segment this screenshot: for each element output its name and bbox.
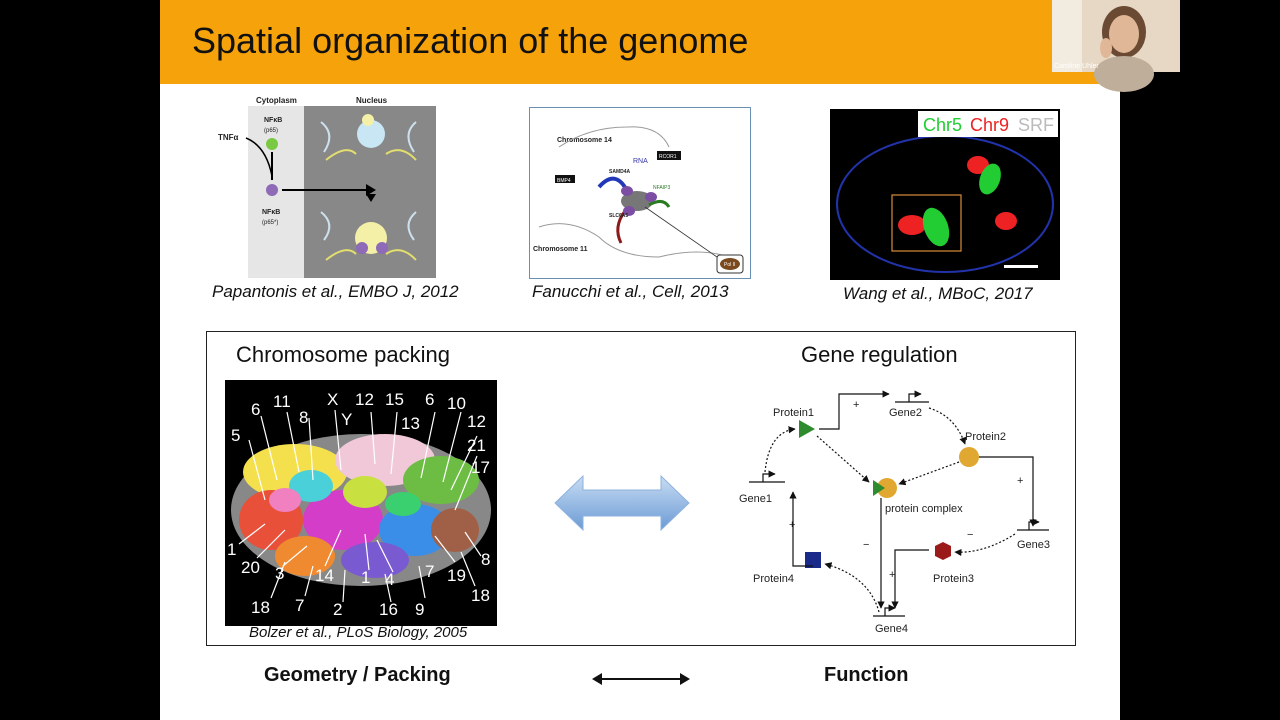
legend-srf: SRF (1018, 115, 1054, 135)
participant-name: Caroline Uhler (1054, 63, 1099, 70)
svg-text:Chromosome 11: Chromosome 11 (533, 246, 588, 253)
tnf-label: TNFα (218, 133, 239, 142)
chromosome-label: 6 (425, 390, 435, 409)
svg-text:(p65): (p65) (264, 128, 278, 134)
chromosome-label: 19 (447, 566, 466, 585)
chromosome-label: 18 (251, 598, 270, 617)
chromosome-loop-figure: Chromosome 14 Chromosome 11 RNA RCOR1 BM… (529, 107, 751, 279)
chromosome-label: 10 (447, 394, 466, 413)
figure1-caption: Papantonis et al., EMBO J, 2012 (212, 282, 459, 301)
chromosome-label: 3 (275, 564, 285, 583)
svg-text:SLC6A5: SLC6A5 (609, 213, 628, 219)
complex-circle (877, 478, 897, 498)
chromosome-label: X (327, 390, 339, 409)
chromosome-label: 6 (251, 400, 261, 419)
complex-label: protein complex (885, 503, 963, 515)
chromosome-label: 9 (415, 600, 425, 619)
chromosome-label: 8 (299, 408, 309, 427)
svg-text:NFAIP3: NFAIP3 (653, 185, 670, 191)
protein2-label: Protein2 (965, 431, 1006, 443)
svg-text:−: − (967, 529, 973, 541)
svg-text:(p65*): (p65*) (262, 220, 278, 226)
chromosome-label: 4 (385, 570, 395, 589)
chromosome-label: 11 (273, 392, 291, 411)
gene4-label: Gene4 (875, 623, 908, 635)
nfkb-figure: Cytoplasm Nucleus TNFα NFκB (p65) NFκB (… (218, 96, 436, 278)
protein2-circle (959, 447, 979, 467)
legend-chr5: Chr5 (923, 115, 962, 135)
svg-text:+: + (1017, 475, 1023, 487)
gene-network-diagram: Protein1 Gene2 Protein2 Gene1 protein co… (739, 390, 1050, 635)
svg-text:−: − (863, 539, 869, 551)
chromosome-label: 18 (471, 586, 490, 605)
svg-text:SAMD4A: SAMD4A (609, 169, 631, 175)
svg-text:NFκB: NFκB (264, 117, 282, 124)
chromosome-label: 20 (241, 558, 260, 577)
protein4-square (805, 552, 821, 568)
figure2-caption: Fanucchi et al., Cell, 2013 (532, 282, 729, 301)
chromosome-label: 7 (295, 596, 305, 615)
title-bar: Spatial organization of the genome (160, 0, 1120, 84)
complex-triangle (873, 480, 885, 496)
protein4-label: Protein4 (753, 573, 794, 585)
chromosome-label: 8 (481, 550, 491, 569)
bottom-double-arrow-icon (592, 673, 690, 685)
content-box: Chromosome packing Gene regulation (206, 331, 1076, 646)
chromosome-label: 14 (315, 566, 334, 585)
chromosome-label: 15 (385, 390, 404, 409)
legend-chr9: Chr9 (970, 115, 1009, 135)
function-label: Function (824, 664, 909, 686)
chromosome-label: 1 (361, 568, 371, 587)
double-arrow-icon (554, 474, 690, 532)
chromosome-label: 5 (231, 426, 241, 445)
svg-text:+: + (889, 569, 895, 581)
svg-text:NFκB: NFκB (262, 209, 280, 216)
participant-video[interactable]: Caroline Uhler (1052, 0, 1180, 92)
gene1-label: Gene1 (739, 493, 772, 505)
chromosome-label: 12 (467, 412, 486, 431)
chromosome-label: 7 (425, 562, 435, 581)
gene2-label: Gene2 (889, 407, 922, 419)
svg-text:RCOR1: RCOR1 (659, 154, 677, 160)
chromosome-label: 2 (333, 600, 343, 619)
chromosome-label: 1 (227, 540, 237, 559)
svg-text:Chromosome 14: Chromosome 14 (557, 137, 612, 144)
chromosome-label: 21 (467, 436, 486, 455)
cytoplasm-label: Cytoplasm (256, 96, 297, 105)
chromosome-label: 12 (355, 390, 374, 409)
svg-text:BMP4: BMP4 (557, 178, 571, 184)
figure3-caption: Wang et al., MBoC, 2017 (843, 284, 1033, 303)
svg-text:RNA: RNA (633, 158, 648, 165)
p65-green-dot (266, 138, 278, 150)
protein1-triangle (799, 420, 815, 438)
slide: Spatial organization of the genome Cytop… (160, 0, 1120, 720)
slide-title: Spatial organization of the genome (192, 20, 749, 61)
svg-text:+: + (789, 519, 795, 531)
svg-text:Pol II: Pol II (724, 262, 735, 268)
gene-regulation-heading: Gene regulation (801, 342, 958, 367)
p65-purple-dot (266, 184, 278, 196)
participant-avatar (1052, 0, 1180, 92)
chromosome-packing-heading: Chromosome packing (236, 342, 450, 367)
protein1-label: Protein1 (773, 407, 814, 419)
nucleus-label: Nucleus (356, 96, 388, 105)
protein3-label: Protein3 (933, 573, 974, 585)
svg-text:+: + (853, 399, 859, 411)
chromosome-label: 13 (401, 414, 420, 433)
protein3-hexagon (935, 542, 951, 560)
packing-caption: Bolzer et al., PLoS Biology, 2005 (249, 624, 468, 641)
geometry-packing-label: Geometry / Packing (264, 664, 451, 686)
gene3-label: Gene3 (1017, 539, 1050, 551)
chromosome-label: 17 (471, 458, 490, 477)
chromosome-label: Y (341, 410, 353, 429)
chromosome-label: 16 (379, 600, 398, 619)
microscopy-figure: Chr5 Chr9 SRF (830, 109, 1060, 280)
chromosome-packing-image (225, 380, 497, 626)
